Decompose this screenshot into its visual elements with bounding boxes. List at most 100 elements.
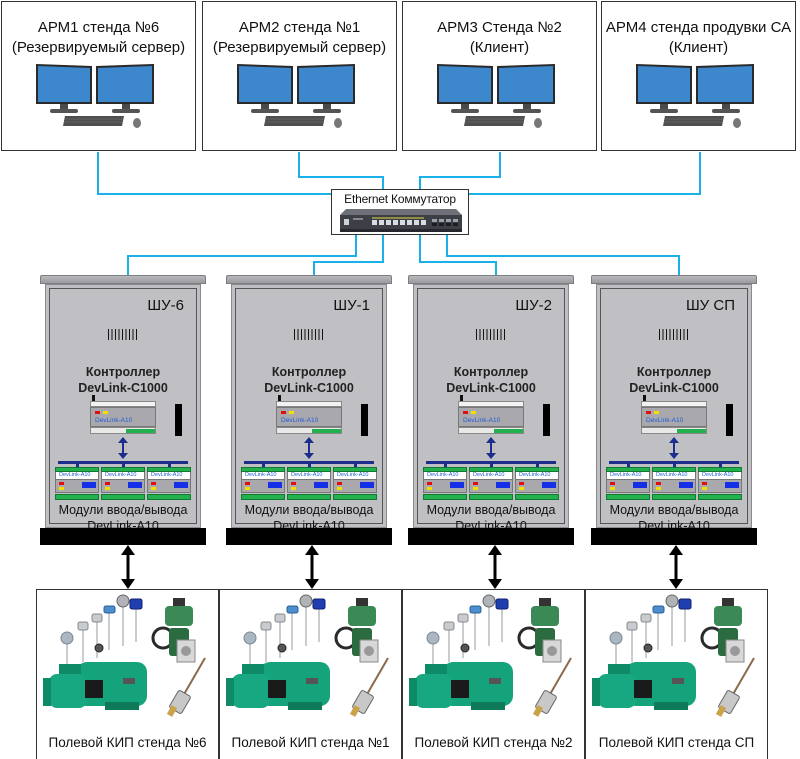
ball-valve-actuator-icon [151, 598, 196, 663]
controller-terminal [641, 427, 707, 434]
led-yellow [473, 487, 478, 490]
io-display [314, 482, 328, 488]
ethernet-link-shu6 [127, 235, 357, 276]
io-module-label: DevLink-A10 [519, 472, 551, 478]
controller-body: DevLink-A10 [458, 407, 524, 427]
led-yellow [427, 487, 432, 490]
led-yellow [291, 487, 296, 490]
bidirectional-arrow-icon [486, 437, 496, 459]
led-yellow [245, 487, 250, 490]
field-caption: Полевой КИП стенда №6 [48, 735, 207, 750]
led-red [337, 482, 342, 485]
io-display [82, 482, 96, 488]
workstation-title: АРМ1 стенда №6 (Резервируемый сервер) [2, 18, 195, 58]
io-label-strip: DevLink-A10 [698, 472, 742, 479]
ethernet-link-shu2 [419, 235, 497, 276]
antenna-icon [460, 395, 463, 405]
antenna-icon [92, 395, 95, 405]
bus-drop [262, 461, 265, 469]
field-caption: Полевой КИП стенда №1 [231, 735, 390, 750]
ethernet-link-shu1 [313, 235, 384, 276]
io-terminal-top [423, 467, 467, 472]
control-cabinet: ШУ-2 Контроллер DevLink-C1000 DevLink-A1… [408, 275, 574, 545]
centrifugal-pump-icon [409, 662, 513, 710]
cabinet-name: ШУ СП [685, 297, 735, 314]
io-label-strip: DevLink-A10 [606, 472, 650, 479]
io-terminal-top [606, 467, 650, 472]
antenna-icon [278, 395, 281, 405]
led-red [646, 411, 651, 414]
io-label-strip: DevLink-A10 [147, 472, 191, 479]
io-module-label: DevLink-A10 [473, 472, 505, 478]
io-module-label: DevLink-A10 [151, 472, 183, 478]
field-instruments-icon [43, 594, 206, 717]
level-probe-icon [715, 657, 755, 717]
field-instruments-box: Полевой КИП стенда СП [585, 589, 768, 759]
io-display [360, 482, 374, 488]
ethernet-link-shusp [446, 235, 680, 276]
io-module: DevLink-A10 [652, 467, 696, 501]
cabinet-body: ШУ СП Контроллер DevLink-C1000 DevLink-A… [596, 284, 752, 533]
bus-drop [536, 461, 539, 469]
io-module-label: DevLink-A10 [337, 472, 369, 478]
dual-monitor-pc-icon [236, 64, 355, 128]
bus-drop [122, 461, 125, 469]
led-yellow [59, 487, 64, 490]
led-red [463, 411, 468, 414]
bus-drop [673, 461, 676, 469]
io-module-label: DevLink-A10 [656, 472, 688, 478]
io-display [268, 482, 282, 488]
controller-body: DevLink-A10 [276, 407, 342, 427]
led-yellow [656, 487, 661, 490]
level-probe-icon [532, 657, 572, 717]
led-red [656, 482, 661, 485]
io-label: Модули ввода/вывода [58, 503, 188, 517]
cabinet-door: ШУ-2 Контроллер DevLink-C1000 DevLink-A1… [417, 288, 565, 533]
controller-model: DevLink-C1000 [78, 381, 168, 395]
io-display [174, 482, 188, 488]
workstation-name: АРМ3 Стенда №2 [437, 19, 562, 36]
io-module: DevLink-A10 [515, 467, 559, 501]
controller-model: DevLink-C1000 [446, 381, 536, 395]
workstation-title: АРМ2 стенда №1 (Резервируемый сервер) [203, 18, 396, 58]
workstation-role: (Резервируемый сервер) [11, 39, 186, 56]
led-red [105, 482, 110, 485]
io-terminal-bottom [287, 494, 331, 500]
io-terminal-bottom [147, 494, 191, 500]
controller-label: Контроллер [453, 365, 529, 379]
controller-model: DevLink-C1000 [629, 381, 719, 395]
workstation-role: (Клиент) [668, 39, 729, 56]
controller-module: DevLink-A10 [276, 395, 342, 435]
io-module: DevLink-A10 [241, 467, 285, 501]
led-red [610, 482, 615, 485]
cabinet-door: ШУ СП Контроллер DevLink-C1000 DevLink-A… [600, 288, 748, 533]
controller-module-label: DevLink-A10 [646, 417, 684, 424]
controller-module: DevLink-A10 [90, 395, 156, 435]
io-label-strip: DevLink-A10 [241, 472, 285, 479]
io-label: Модули ввода/вывода [609, 503, 739, 517]
io-module-label: DevLink-A10 [245, 472, 277, 478]
temperature-sensors-icon [609, 594, 692, 670]
field-instruments-icon [409, 594, 572, 717]
io-terminal-top [55, 467, 99, 472]
cabinet-base [591, 528, 757, 545]
led-yellow [289, 411, 294, 414]
bus-drop [627, 461, 630, 469]
door-handle-icon [726, 404, 733, 436]
controller-module-label: DevLink-A10 [95, 417, 133, 424]
io-terminal-top [469, 467, 513, 472]
led-red [473, 482, 478, 485]
led-yellow [105, 487, 110, 490]
io-display [542, 482, 556, 488]
centrifugal-pump-icon [43, 662, 147, 710]
io-terminal-top [698, 467, 742, 472]
controller-model: DevLink-C1000 [264, 381, 354, 395]
controller-title: Контроллер DevLink-C1000 [50, 364, 196, 396]
cabinet-name: ШУ-6 [147, 297, 184, 314]
controller-body: DevLink-A10 [641, 407, 707, 427]
controller-top [276, 401, 342, 407]
field-instruments-icon [226, 594, 389, 717]
workstation-arm4: АРМ4 стенда продувки СА (Клиент) [601, 1, 796, 151]
io-terminal-top [241, 467, 285, 472]
io-label-strip: DevLink-A10 [333, 472, 377, 479]
